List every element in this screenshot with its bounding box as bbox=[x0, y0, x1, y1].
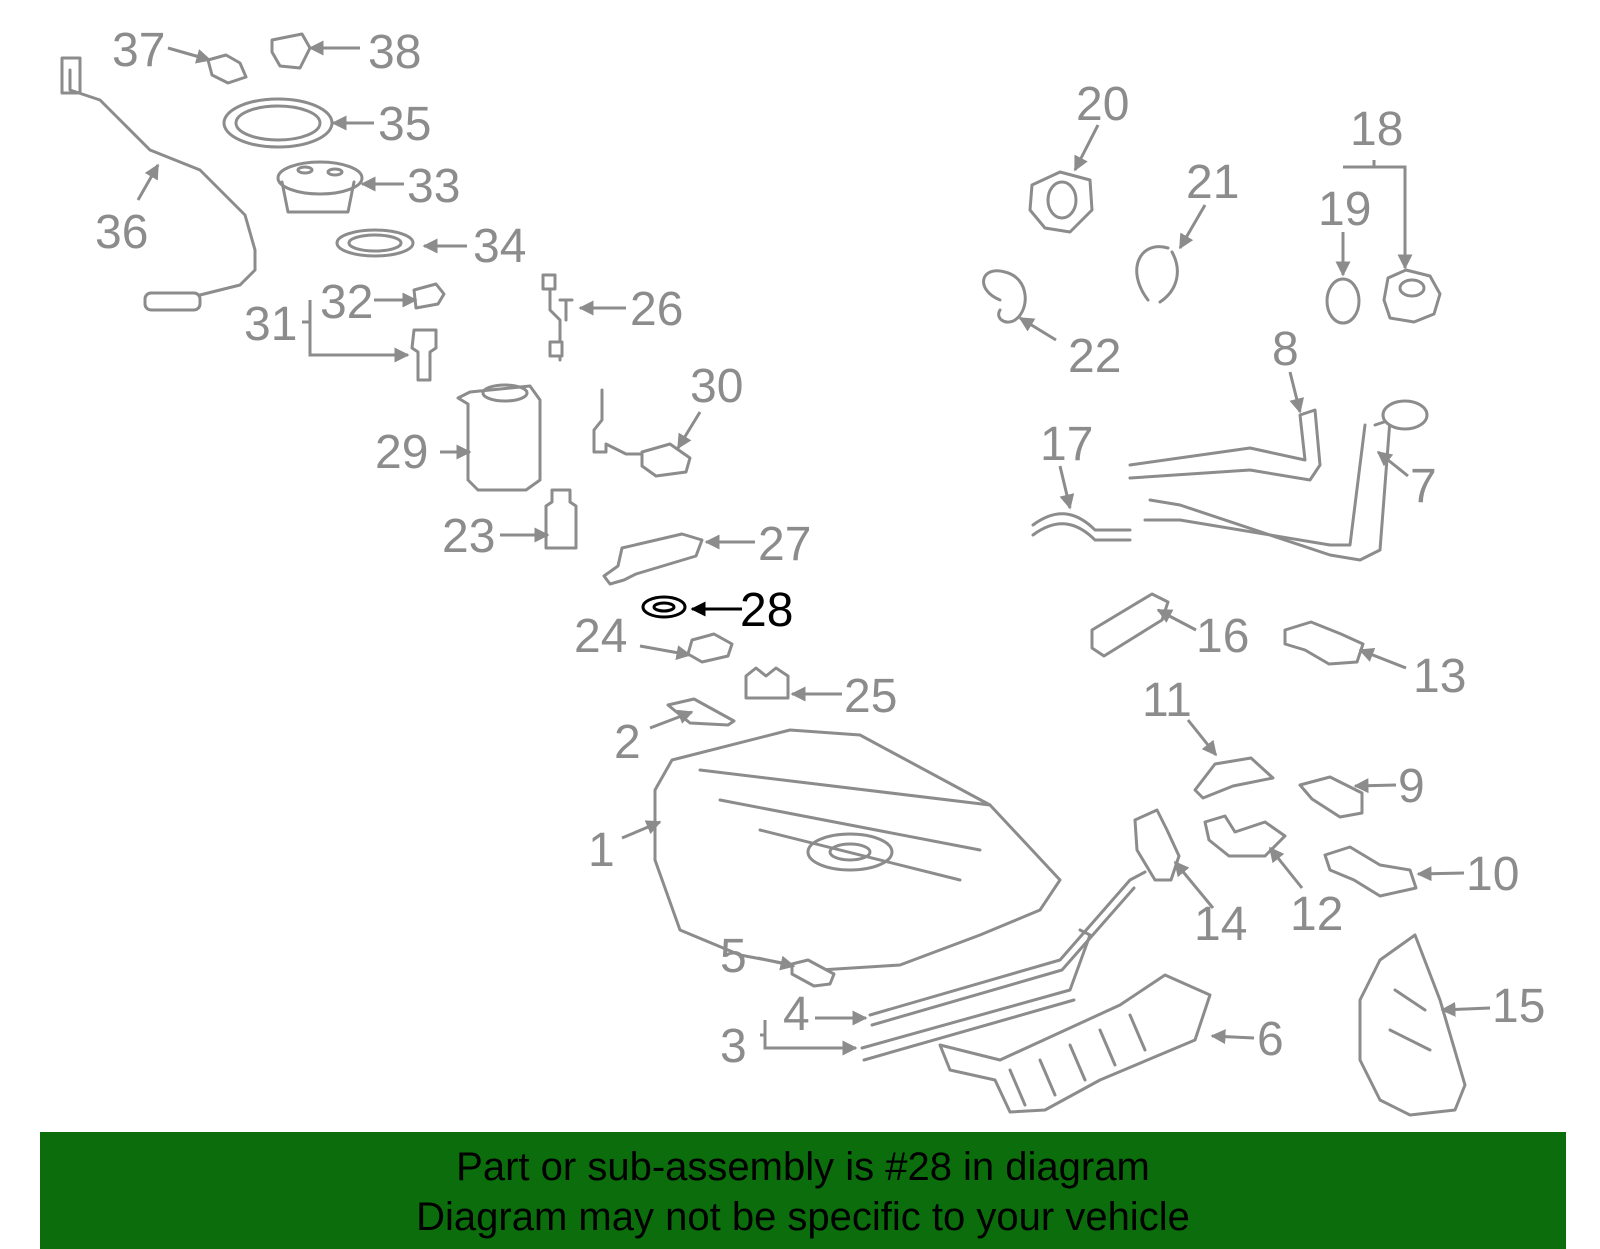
part-12-bracket bbox=[1203, 814, 1287, 858]
callout-29: 29 bbox=[375, 426, 428, 479]
part-1-fuel-tank bbox=[653, 728, 1062, 972]
info-banner: Part or sub-assembly is #28 in diagram D… bbox=[40, 1132, 1566, 1249]
part-26-wiring bbox=[548, 278, 574, 362]
callout-9: 9 bbox=[1398, 760, 1425, 813]
part-13-bracket bbox=[1283, 620, 1365, 666]
part-9-bracket bbox=[1298, 775, 1364, 819]
part-24-bracket bbox=[686, 632, 734, 664]
part-27-strainer bbox=[602, 532, 704, 586]
part-29-filter bbox=[456, 384, 542, 492]
part-37-clip bbox=[206, 53, 248, 85]
callout-3: 3 bbox=[720, 1020, 747, 1073]
part-19-o-ring bbox=[1325, 277, 1361, 325]
part-33-retainer bbox=[276, 160, 364, 196]
callout-6: 6 bbox=[1257, 1013, 1284, 1066]
callout-36: 36 bbox=[95, 206, 148, 259]
callout-13: 13 bbox=[1413, 650, 1466, 703]
part-15-shield bbox=[1358, 933, 1467, 1117]
part-38-connector bbox=[270, 32, 312, 70]
callout-38: 38 bbox=[368, 26, 421, 79]
part-drawings bbox=[60, 32, 1467, 1117]
part-4-strap bbox=[868, 870, 1147, 1027]
callout-25: 25 bbox=[844, 670, 897, 723]
part-22-ring bbox=[982, 269, 1027, 324]
callout-35: 35 bbox=[378, 98, 431, 151]
callout-26: 26 bbox=[630, 283, 683, 336]
part-14-bracket bbox=[1133, 808, 1181, 882]
callout-30: 30 bbox=[690, 360, 743, 413]
callout-7: 7 bbox=[1410, 460, 1437, 513]
part-10-bracket bbox=[1323, 845, 1418, 898]
callout-1: 1 bbox=[588, 824, 615, 877]
callout-10: 10 bbox=[1466, 848, 1519, 901]
callout-33: 33 bbox=[407, 160, 460, 213]
part-21-ring bbox=[1135, 245, 1179, 304]
part-34-seal bbox=[335, 228, 415, 258]
callout-37: 37 bbox=[112, 24, 165, 77]
callout-leaders bbox=[136, 40, 1491, 1056]
callout-32: 32 bbox=[320, 276, 373, 329]
callout-18: 18 bbox=[1350, 103, 1403, 156]
callout-15: 15 bbox=[1492, 980, 1545, 1033]
callout-20: 20 bbox=[1076, 78, 1129, 131]
callout-23: 23 bbox=[442, 510, 495, 563]
part-11-bracket bbox=[1193, 756, 1275, 800]
callout-14: 14 bbox=[1194, 898, 1247, 951]
part-28-gasket bbox=[641, 595, 687, 619]
callout-5: 5 bbox=[720, 930, 747, 983]
callout-4: 4 bbox=[783, 988, 810, 1041]
part-2-pad bbox=[666, 697, 736, 727]
callout-16: 16 bbox=[1196, 610, 1249, 663]
callout-28: 28 bbox=[740, 584, 793, 637]
part-7-filler-pipe bbox=[1148, 418, 1392, 562]
callout-labels: 1 2 3 4 5 6 7 8 9 10 11 12 13 14 15 16 1… bbox=[95, 24, 1545, 1073]
callout-2: 2 bbox=[614, 716, 641, 769]
callout-21: 21 bbox=[1186, 156, 1239, 209]
callout-34: 34 bbox=[473, 220, 526, 273]
banner-line-part-number: Part or sub-assembly is #28 in diagram bbox=[456, 1145, 1150, 1189]
callout-22: 22 bbox=[1068, 330, 1121, 383]
part-3-strap bbox=[860, 928, 1092, 1062]
callout-11: 11 bbox=[1142, 674, 1192, 727]
part-5-vent bbox=[790, 958, 836, 988]
callout-8: 8 bbox=[1272, 323, 1299, 376]
callout-31: 31 bbox=[244, 298, 297, 351]
callout-19: 19 bbox=[1318, 183, 1371, 236]
part-16-hose bbox=[1090, 592, 1170, 658]
part-30-sender bbox=[592, 388, 648, 456]
part-23-pump bbox=[544, 488, 578, 550]
part-31-regulator bbox=[410, 328, 438, 382]
part-6-insulator bbox=[938, 973, 1212, 1114]
callout-24: 24 bbox=[574, 610, 627, 663]
callout-17: 17 bbox=[1040, 418, 1093, 471]
part-20-fuel-cap bbox=[1028, 170, 1094, 234]
banner-line-disclaimer: Diagram may not be specific to your vehi… bbox=[416, 1195, 1190, 1239]
part-32-connector bbox=[412, 282, 446, 310]
callout-12: 12 bbox=[1290, 888, 1343, 941]
part-8-breather-pipe bbox=[1128, 408, 1322, 482]
part-17-hose bbox=[1031, 512, 1132, 542]
part-36-fuel-line bbox=[68, 68, 257, 307]
part-25-retainer bbox=[744, 666, 790, 700]
callout-27: 27 bbox=[758, 518, 811, 571]
